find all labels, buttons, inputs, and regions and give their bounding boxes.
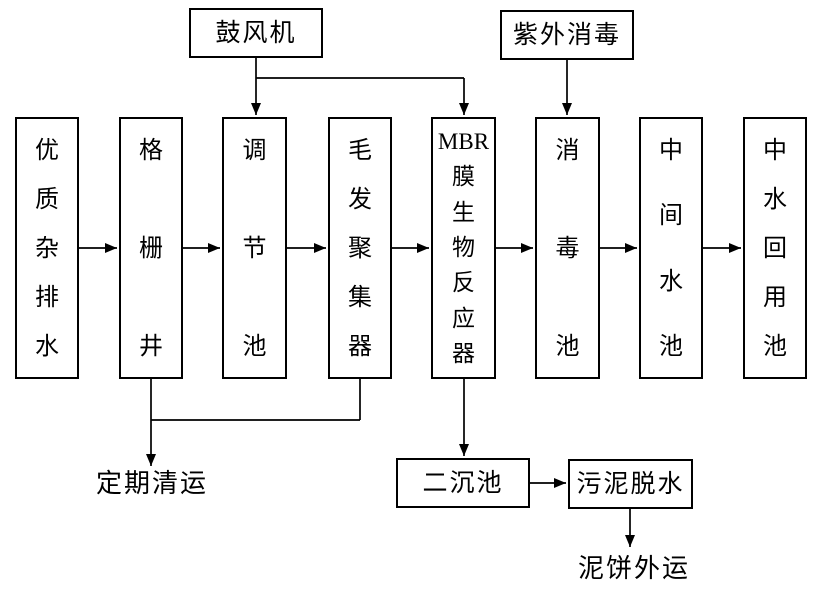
box-text-line: 井 [139, 334, 163, 360]
box-text-line: 回 [763, 236, 787, 262]
box-text-line: 用 [763, 285, 787, 311]
box-text-line: 器 [348, 334, 372, 360]
box-text-line: 物 [452, 234, 475, 260]
label-mud-cake-transport: 泥饼外运 [578, 554, 691, 583]
box-text-line: 间 [659, 203, 683, 230]
box-sludge-dewatering: 污泥脱水 [568, 459, 693, 509]
box-text-line: 聚 [348, 236, 372, 262]
box-blower: 鼓风机 [189, 8, 323, 58]
box-text-line: 质 [35, 187, 59, 213]
box-text-line: 节 [242, 236, 267, 262]
box-text-line: 发 [348, 187, 372, 213]
box-text-line: 应 [452, 305, 475, 331]
box-disinfection-tank: 消毒池 [535, 117, 600, 379]
box-text-line: 池 [659, 333, 683, 360]
label-periodic-removal: 定期清运 [96, 469, 209, 498]
box-text-line: 消 [555, 138, 580, 164]
box-text-line: 生 [452, 199, 475, 225]
box-text-line: 水 [659, 268, 683, 295]
box-text-line: 池 [242, 334, 267, 360]
box-text-line: 器 [452, 340, 475, 366]
box-secondary-sedimentation-label: 二沉池 [422, 469, 504, 497]
box-text-line: 栅 [139, 236, 163, 262]
box-text-line: 毒 [555, 236, 580, 262]
box-text-line: 池 [763, 334, 787, 360]
box-hair-collector: 毛发聚集器 [328, 117, 392, 379]
box-reuse-tank: 中水回用池 [743, 117, 807, 379]
box-sludge-dewatering-label: 污泥脱水 [576, 470, 685, 498]
box-intermediate-tank: 中间水池 [639, 117, 703, 379]
box-mbr-reactor: MBR 膜生物反应器 [431, 117, 496, 379]
box-text-line: 集 [348, 285, 372, 311]
box-text-line: 池 [555, 334, 580, 360]
box-text-line: 毛 [348, 138, 372, 164]
box-uv-disinfection: 紫外消毒 [500, 10, 634, 60]
box-regulating-tank: 调节池 [222, 117, 287, 379]
box-text-line: 水 [35, 334, 59, 360]
box-text-line: 格 [139, 138, 163, 164]
box-screen-well: 格栅井 [119, 117, 183, 379]
box-text-line: 膜 [452, 164, 475, 190]
box-text-line: 调 [242, 138, 267, 164]
box-text-line: 反 [452, 270, 475, 296]
box-text-line: 杂 [35, 236, 59, 262]
box-blower-label: 鼓风机 [215, 19, 297, 47]
box-text-line: 中 [763, 138, 787, 164]
box-text-line: 中 [659, 138, 683, 164]
box-secondary-sedimentation: 二沉池 [396, 458, 530, 508]
box-text-line: 水 [763, 187, 787, 213]
box-raw-greywater: 优质杂排水 [15, 117, 79, 379]
box-text-line: 优 [35, 138, 59, 164]
box-text-line: MBR [437, 129, 490, 154]
box-text-line: 排 [35, 285, 59, 311]
box-uv-disinfection-label: 紫外消毒 [512, 21, 621, 49]
